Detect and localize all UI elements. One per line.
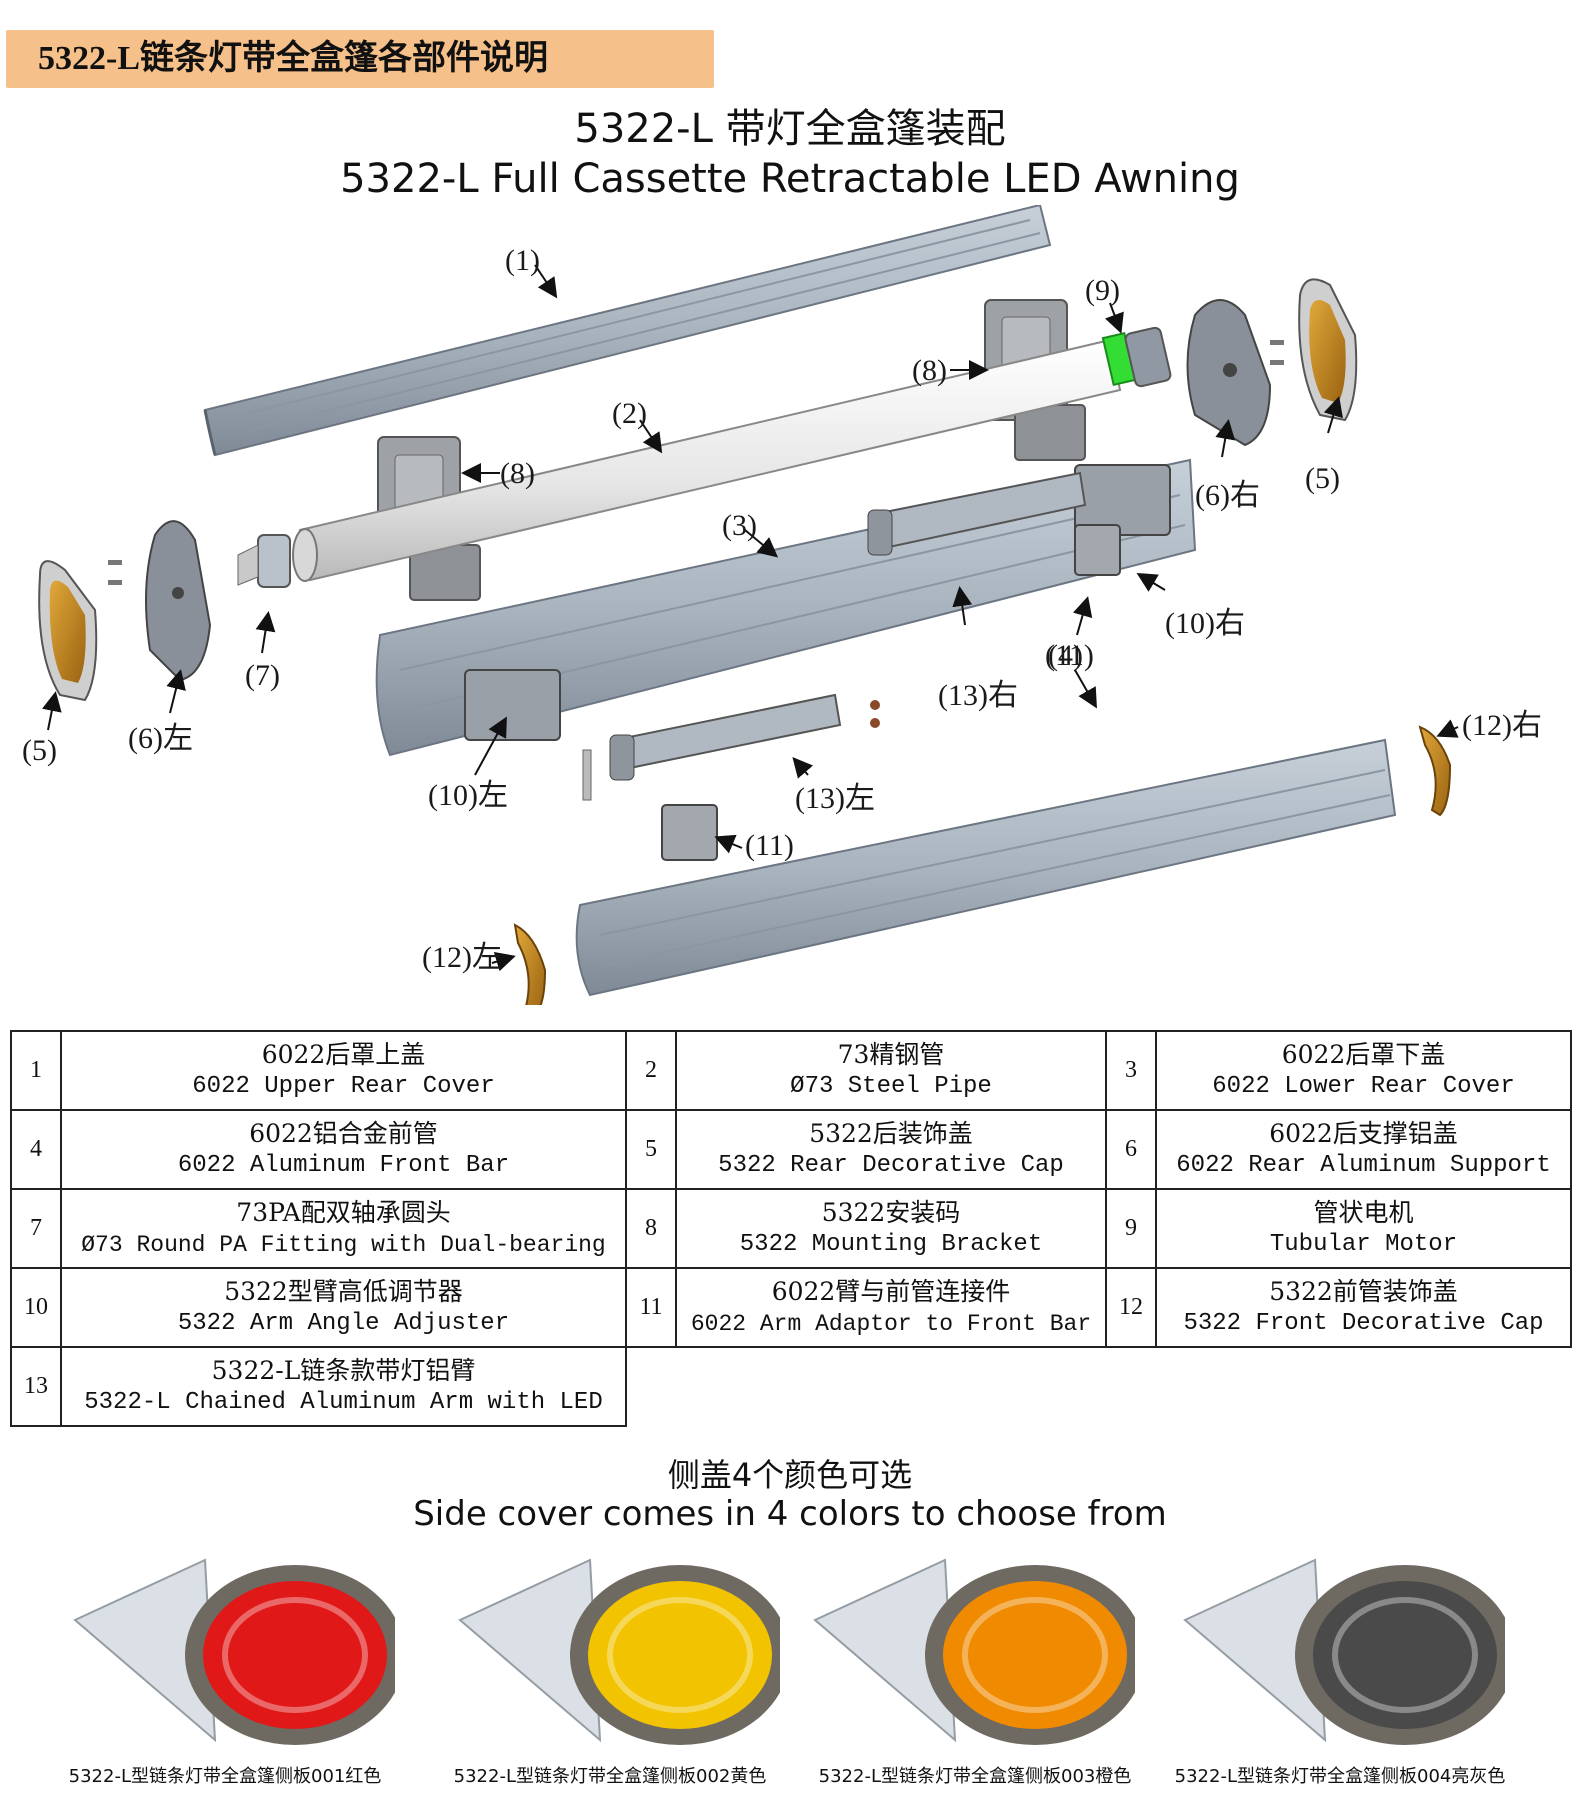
callout-3: (3) [722,509,757,542]
side-cover-swatch-yellow [458,1558,780,1745]
part-number: 5 [625,1109,677,1190]
part-number: 12 [1105,1267,1157,1348]
part-led-arm-right [867,471,1087,556]
swatch-caption-orange: 5322-L型链条灯带全盒篷侧板003橙色 [818,1766,1132,1787]
part-arm-adaptor-right [1074,524,1121,576]
callout-5-right: (5) [1305,462,1340,495]
part-rear-support-right [1186,299,1284,447]
swatch-caption-red: 5322-L型链条灯带全盒篷侧板001红色 [68,1766,382,1787]
callout-8-right: (8) [912,354,947,387]
part-rear-support-left [108,520,212,682]
callout-13-right: (13)右 [938,679,1018,712]
part-number: 3 [1105,1030,1157,1111]
callout-8-left: (8) [500,457,535,490]
callout-6-left: (6)左 [128,722,193,755]
part-number: 13 [10,1346,62,1427]
colors-title-cn: 侧盖4个颜色可选 [667,1456,913,1494]
callout-5-left: (5) [22,734,57,767]
callout-10-right: (10)右 [1165,607,1245,640]
callout-4: (4) [1048,639,1083,672]
callout-9: (9) [1085,274,1120,307]
side-cover-swatch-red [73,1558,395,1745]
part-arm-angle-adjuster-left [464,669,561,741]
table-empty-area [626,1347,1571,1426]
swatch-caption-gray: 5322-L型链条灯带全盒篷侧板004亮灰色 [1174,1766,1506,1787]
part-round-pa-fitting [237,534,291,588]
callout-12-left: (12)左 [422,941,502,974]
part-front-decorative-cap-left [513,923,547,1005]
part-number: 10 [10,1267,62,1348]
callout-11-right: (11) [1045,639,1094,672]
callout-10-left: (10)左 [428,779,508,812]
part-front-decorative-cap-right [1418,725,1452,817]
part-upper-rear-cover [203,205,1052,457]
colors-title-en: Side cover comes in 4 colors to choose f… [413,1494,1167,1534]
callout-2: (2) [612,397,647,430]
part-number: 1 [10,1030,62,1111]
callout-13-left: (13)左 [795,782,875,815]
swatch-fill [943,1581,1127,1729]
callout-7: (7) [245,659,280,692]
page-banner: 5322-L链条灯带全盒篷各部件说明 [6,30,714,88]
exploded-assembly-diagram: (1) (2) (3) (4) (5) (5) (6)右 (6)左 (7) (8… [22,205,1542,1005]
part-number: 6 [1105,1109,1157,1190]
part-aluminum-front-bar [575,738,1397,997]
part-steel-pipe [292,338,1122,582]
part-number: 2 [625,1030,677,1111]
part-tubular-motor [1101,326,1172,388]
callout-leaders [42,264,1459,972]
callout-11-left: (11) [745,829,794,862]
side-cover-swatch-gray [1183,1558,1505,1745]
part-number: 4 [10,1109,62,1190]
swatch-fill [1313,1581,1497,1729]
part-number: 11 [625,1267,677,1348]
swatch-caption-yellow: 5322-L型链条灯带全盒篷侧板002黄色 [453,1766,767,1787]
part-number: 9 [1105,1188,1157,1269]
part-arm-adaptor-left [582,749,718,861]
assembly-title-en: 5322-L Full Cassette Retractable LED Awn… [340,156,1240,202]
part-led-arm-left [609,693,880,781]
assembly-title-cn: 5322-L 带灯全盒篷装配 [574,106,1006,152]
side-cover-swatch-orange [813,1558,1135,1745]
callout-6-right: (6)右 [1195,479,1260,512]
part-rear-decorative-cap-left [38,560,98,702]
callout-1: (1) [505,244,540,277]
swatch-fill [588,1581,772,1729]
swatch-fill [203,1581,387,1729]
part-number: 8 [625,1188,677,1269]
callout-12-right: (12)右 [1462,709,1542,742]
part-number: 7 [10,1188,62,1269]
part-rear-decorative-cap-right [1298,278,1358,422]
